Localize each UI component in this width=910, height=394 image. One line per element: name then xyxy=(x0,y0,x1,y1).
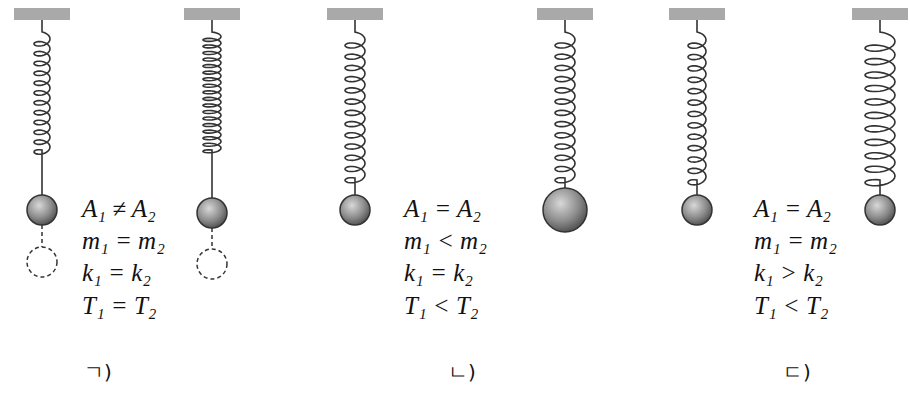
ceiling xyxy=(537,8,593,20)
ball xyxy=(27,195,57,225)
panel-label: ㄴ) xyxy=(448,362,476,382)
dashed-ball xyxy=(27,247,57,277)
dashed-line xyxy=(41,225,43,247)
ceiling xyxy=(14,8,70,20)
panel-label: ㄷ) xyxy=(783,362,811,382)
equation-label: T₁ = T₂ xyxy=(82,293,157,318)
spring xyxy=(203,20,221,198)
equation-label: m₁ = m₂ xyxy=(82,228,165,253)
ceiling xyxy=(327,8,383,20)
ceiling xyxy=(852,8,908,20)
dashed-ball xyxy=(197,249,227,279)
panel-label: ㄱ) xyxy=(84,362,112,382)
spring xyxy=(865,20,895,195)
ball xyxy=(865,195,895,225)
ball xyxy=(682,195,712,225)
dashed-line xyxy=(211,228,213,249)
spring xyxy=(688,20,706,195)
equation-label: m₁ < m₂ xyxy=(404,228,487,253)
spring xyxy=(345,20,365,195)
ball xyxy=(543,188,587,232)
ball xyxy=(340,195,370,225)
equation-label: m₁ = m₂ xyxy=(754,228,837,253)
ceiling xyxy=(184,8,240,20)
equation-label: A₁ = A₂ xyxy=(404,196,481,221)
equation-label: T₁ < T₂ xyxy=(404,293,479,318)
ceiling xyxy=(669,8,725,20)
equation-label: T₁ < T₂ xyxy=(754,293,829,318)
spring xyxy=(34,20,50,195)
spring xyxy=(555,20,575,188)
equation-label: k₁ = k₂ xyxy=(404,260,473,285)
equation-label: A₁ ≠ A₂ xyxy=(82,196,156,221)
equation-label: k₁ = k₂ xyxy=(82,260,151,285)
equation-label: A₁ = A₂ xyxy=(754,196,831,221)
equation-label: k₁ > k₂ xyxy=(754,260,823,285)
ball xyxy=(197,198,227,228)
